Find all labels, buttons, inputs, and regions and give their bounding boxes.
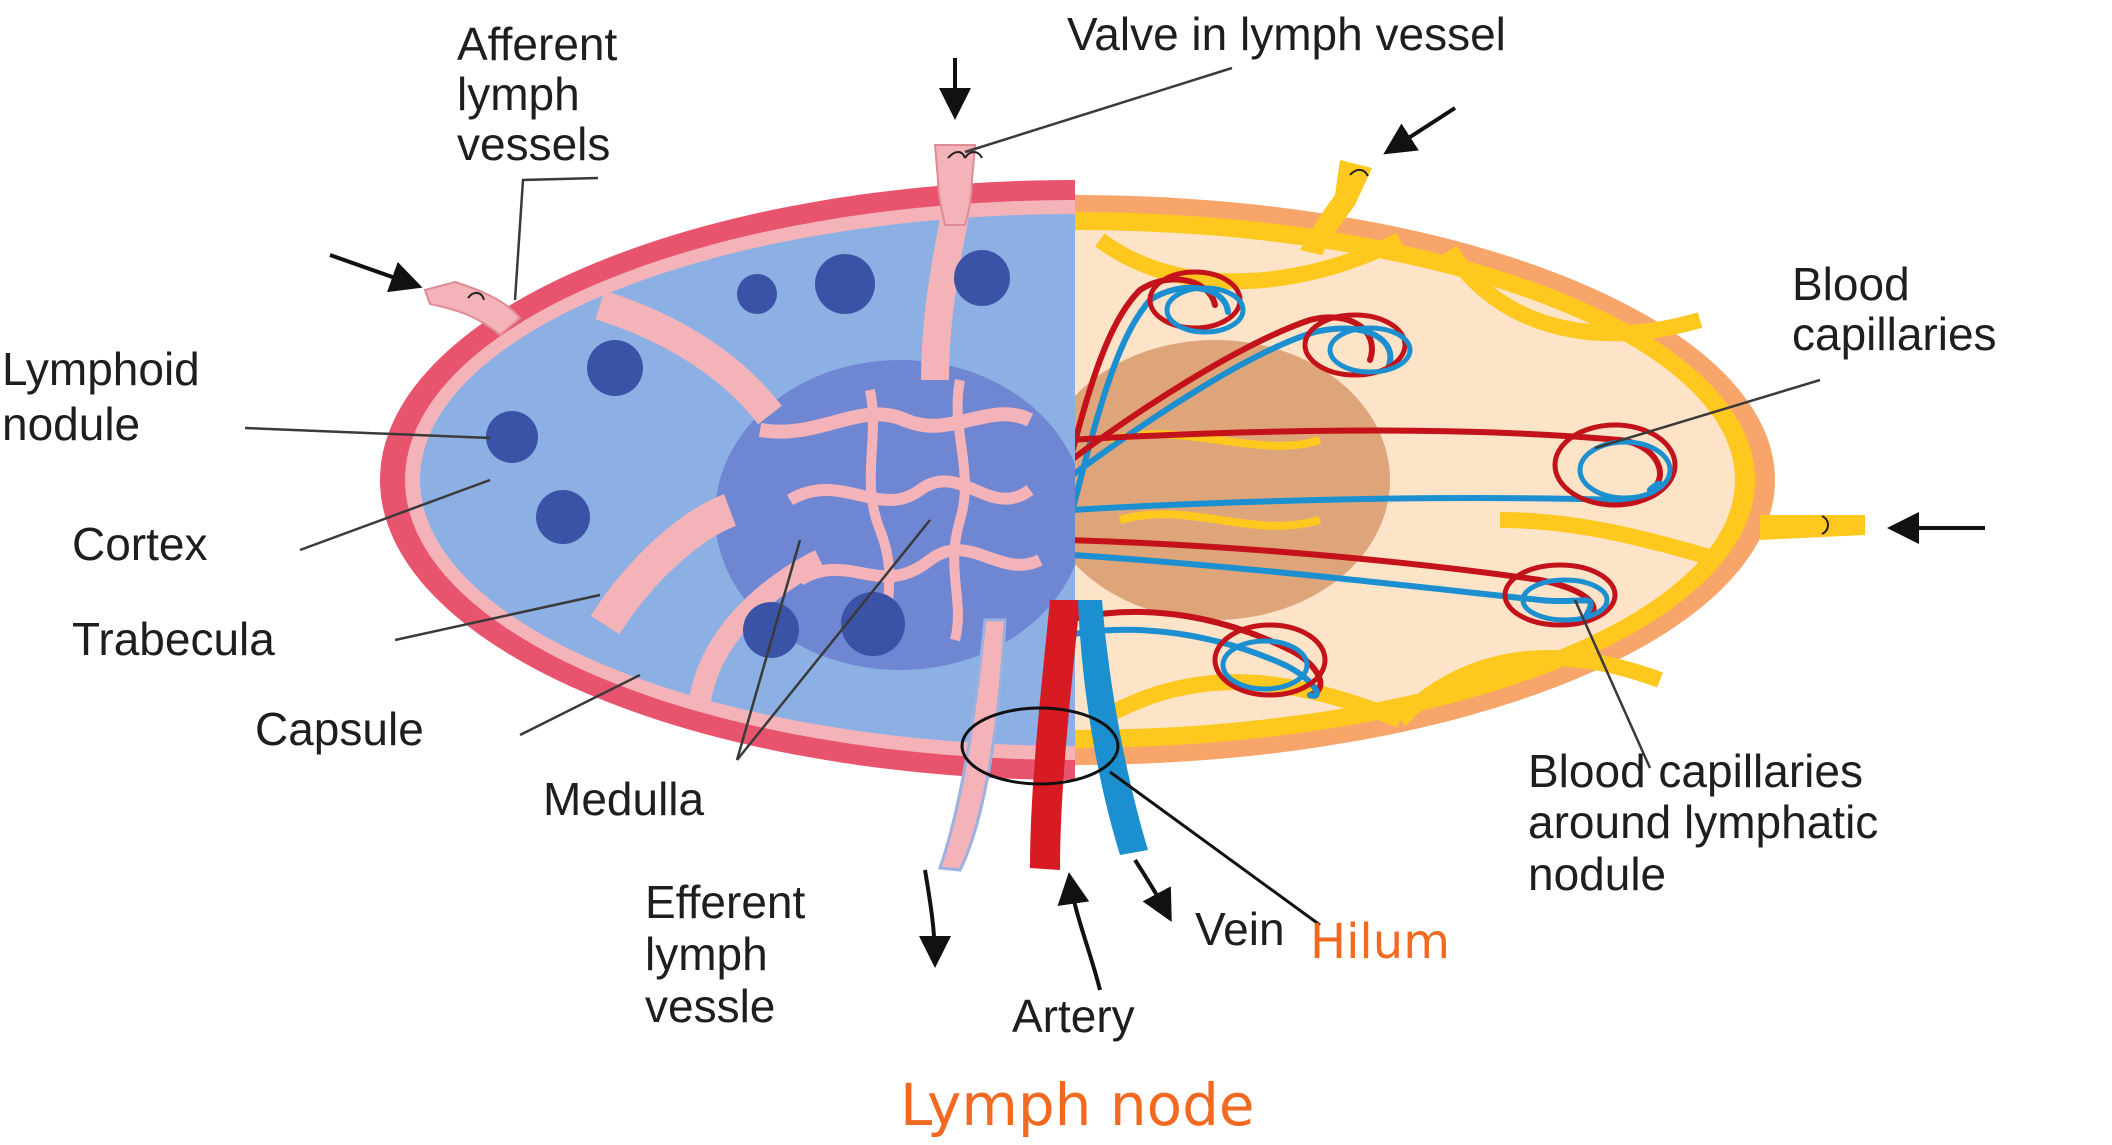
artery-arrow — [1070, 880, 1100, 990]
trabecula-label: Trabecula — [72, 613, 275, 665]
blood-cap-around-label: Blood capillaries around lymphatic nodul… — [1528, 745, 1891, 900]
lymphoid-nodule — [954, 250, 1010, 306]
afferent-top-right-arrow — [1390, 108, 1455, 150]
afferent-label: Afferent lymph vessels — [457, 18, 630, 170]
afferent-left-arrow — [330, 255, 415, 285]
valve-leader — [965, 68, 1232, 152]
lymphoid-nodule — [743, 602, 799, 658]
lymphoid-nodule — [536, 490, 590, 544]
artery-label: Artery — [1012, 990, 1135, 1042]
vein-arrow — [1135, 860, 1168, 915]
lymphoid-nodule — [486, 411, 538, 463]
cortex-label: Cortex — [72, 518, 207, 570]
lymphoid-nodule — [587, 340, 643, 396]
lymphoid-nodule — [841, 592, 905, 656]
efferent-arrow — [925, 870, 935, 960]
caption-title: Lymph node — [900, 1071, 1255, 1139]
afferent-vessel-left — [425, 282, 520, 335]
afferent-vessel-right — [1760, 515, 1865, 540]
efferent-label: Efferent lymph vessle — [645, 876, 818, 1032]
blood-capillaries-label: Blood capillaries — [1792, 258, 1997, 360]
valve-label: Valve in lymph vessel — [1067, 8, 1506, 60]
lymphoid-nodule-label: Lymphoid nodule — [2, 343, 213, 450]
capsule-label: Capsule — [255, 703, 424, 755]
vein-label: Vein — [1195, 903, 1285, 955]
lymphoid-nodule — [737, 274, 777, 314]
lymphoid-nodule — [815, 254, 875, 314]
hilum-label: Hilum — [1310, 914, 1450, 970]
medulla-label: Medulla — [543, 773, 705, 825]
